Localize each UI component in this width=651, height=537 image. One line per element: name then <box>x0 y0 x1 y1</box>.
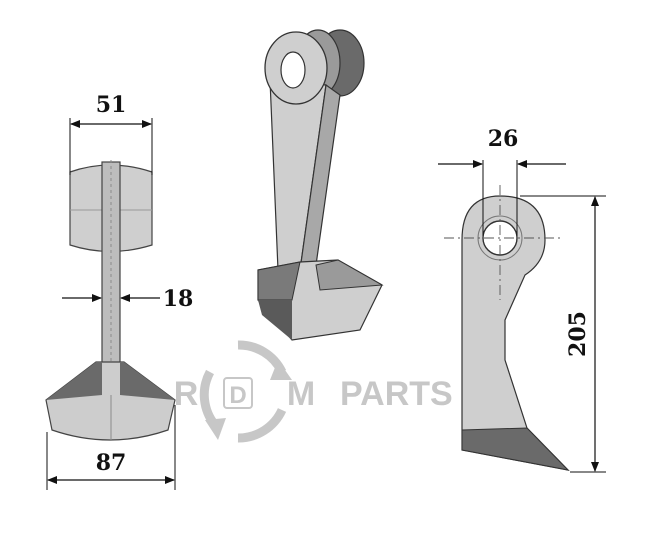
dim-51-label: 51 <box>96 92 127 118</box>
dim-205-label: 205 <box>565 311 591 357</box>
watermark-letter-m: M <box>287 375 315 413</box>
watermark-letter-d: D <box>229 382 246 409</box>
recycle-arrows-icon <box>199 340 292 443</box>
watermark-parts: PARTS <box>340 375 453 413</box>
rdm-parts-watermark: R D M PARTS <box>174 340 453 443</box>
dim-26-label: 26 <box>488 126 519 152</box>
dim-18-label: 18 <box>163 286 194 312</box>
front-view: 51 18 87 <box>45 92 194 490</box>
dim-87-label: 87 <box>96 450 127 476</box>
perspective-view <box>257 29 384 341</box>
side-view-body <box>461 195 570 471</box>
watermark-letter-r: R <box>174 375 199 413</box>
side-view: 26 205 <box>438 126 606 473</box>
